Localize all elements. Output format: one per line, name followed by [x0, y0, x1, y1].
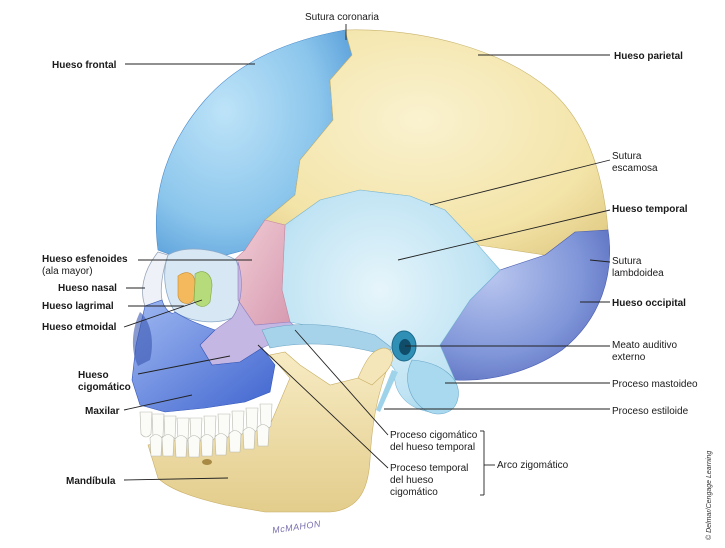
label-hueso-nasal: Hueso nasal	[58, 283, 117, 294]
teeth	[139, 403, 273, 458]
lower-tooth	[214, 433, 228, 456]
label-hueso-parietal: Hueso parietal	[614, 51, 683, 62]
label-hueso-cigomatico-1: Hueso	[78, 370, 109, 381]
upper-tooth	[139, 411, 153, 438]
leader-proceso-temporal	[257, 344, 389, 469]
label-ala-mayor: (ala mayor)	[42, 266, 93, 277]
label-arco-zigomatico: Arco zigomático	[497, 460, 569, 471]
nasal-aperture	[132, 312, 152, 366]
lacrimal-bone	[177, 272, 196, 304]
lower-tooth	[187, 435, 201, 458]
label-meato-1: Meato auditivo	[612, 340, 678, 351]
leader-proceso-cigomatico	[294, 329, 389, 436]
label-proceso-temporal-3: cigomático	[390, 487, 438, 498]
lower-tooth	[149, 434, 163, 457]
lower-tooth	[228, 430, 242, 453]
label-hueso-esfenoides: Hueso esfenoides	[42, 254, 128, 265]
leader-hueso-cigomatico	[137, 355, 231, 375]
leader-sutura-lambdoidea	[589, 259, 611, 263]
label-hueso-occipital: Hueso occipital	[612, 298, 686, 309]
label-proceso-temporal-2: del hueso	[390, 475, 434, 486]
label-hueso-lagrimal: Hueso lagrimal	[42, 301, 114, 312]
lower-tooth	[174, 435, 188, 458]
label-proceso-temporal-1: Proceso temporal	[390, 463, 469, 474]
leader-sutura-escamosa	[429, 159, 611, 206]
label-hueso-etmoidal: Hueso etmoidal	[42, 322, 117, 333]
mental-foramen	[202, 459, 212, 465]
label-hueso-frontal: Hueso frontal	[52, 60, 117, 71]
lower-tooth	[256, 424, 270, 447]
maxilla	[131, 299, 276, 413]
leader-hueso-etmoidal	[123, 299, 203, 328]
mandible-condyle	[357, 347, 393, 386]
label-sutura-lambdoidea-1: Sutura	[612, 256, 642, 267]
label-proceso-cigomatico-2: del hueso temporal	[390, 442, 476, 453]
styloid-process	[376, 370, 398, 412]
leader-hueso-temporal	[397, 209, 611, 261]
credit-line: © Delmar/Cengage Learning	[706, 450, 713, 540]
leader-maxilar	[123, 394, 193, 411]
label-sutura-escamosa-1: Sutura	[612, 151, 642, 162]
ethmoid-bone	[193, 271, 213, 307]
label-sutura-coronaria: Sutura coronaria	[305, 12, 379, 23]
label-maxilar: Maxilar	[85, 406, 120, 417]
label-hueso-temporal: Hueso temporal	[612, 204, 688, 215]
label-proceso-estiloide: Proceso estiloide	[612, 406, 689, 417]
label-mandibula: Mandíbula	[66, 476, 116, 487]
label-sutura-escamosa-2: escamosa	[612, 163, 658, 174]
lower-tooth	[242, 427, 256, 450]
label-hueso-cigomatico-2: cigomático	[78, 382, 131, 393]
mastoid-process	[407, 359, 459, 415]
leader-mandibula	[123, 477, 229, 481]
label-sutura-lambdoidea-2: lambdoidea	[612, 268, 664, 279]
lower-tooth	[200, 434, 214, 457]
leader-lines	[123, 24, 611, 496]
label-meato-2: externo	[612, 352, 646, 363]
lower-tooth	[161, 434, 175, 457]
label-proceso-mastoideo: Proceso mastoideo	[612, 379, 698, 390]
label-proceso-cigomatico-1: Proceso cigomático	[390, 430, 478, 441]
